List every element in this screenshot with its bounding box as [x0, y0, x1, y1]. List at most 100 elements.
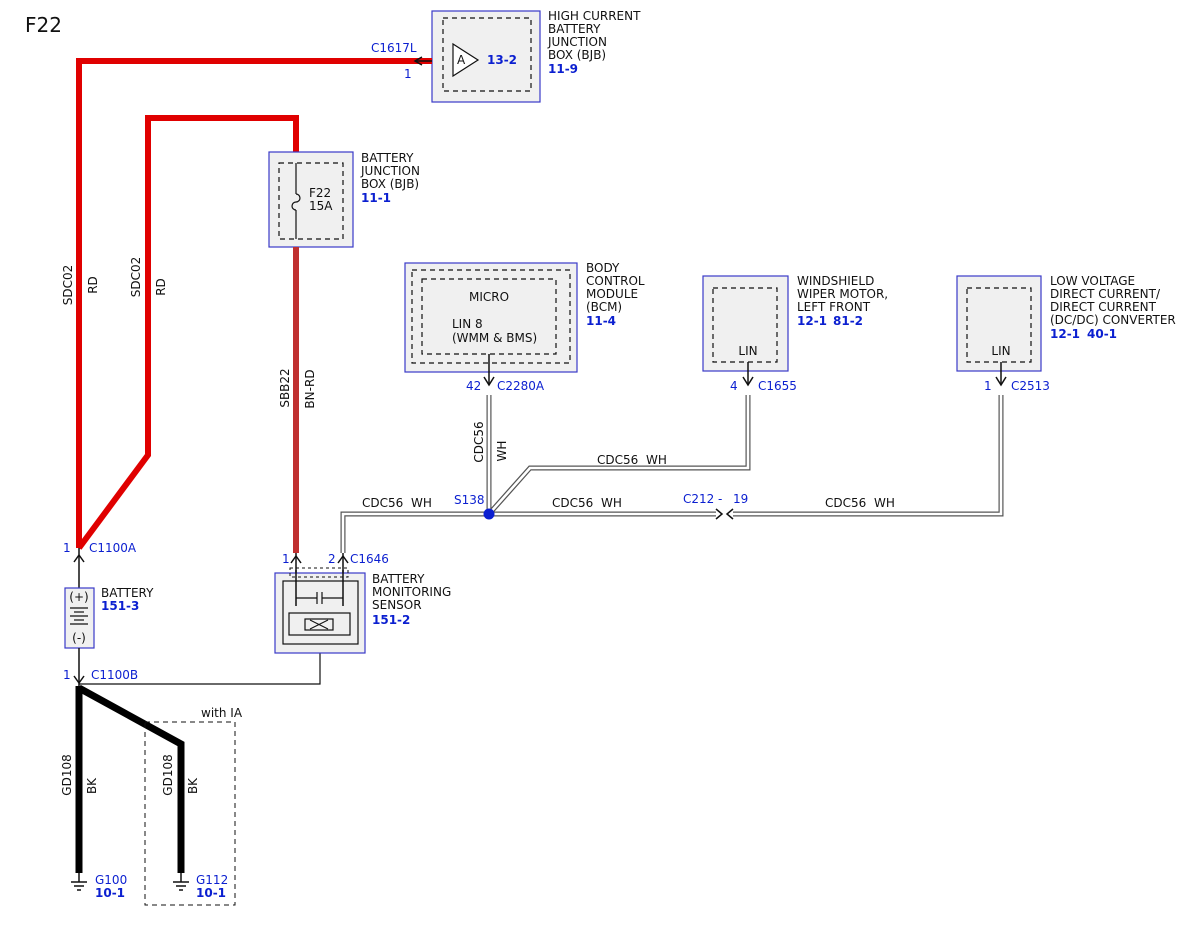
battery-plus: (+) [69, 590, 88, 604]
splice-name: S138 [454, 493, 485, 507]
bms-title-line: MONITORING [372, 585, 451, 599]
dcdc-lin-label: LIN [991, 344, 1010, 358]
bjb-ref[interactable]: 11-1 [361, 191, 391, 205]
fuse-name: F22 [309, 186, 331, 200]
bms-title-line: SENSOR [372, 598, 422, 612]
bms-title-line: BATTERY [372, 572, 425, 586]
wire-color-label: WH [411, 496, 432, 510]
wire-circuit-label: SBB22 [278, 368, 292, 407]
hcbjb-title-line: BOX (BJB) [548, 48, 606, 62]
wire-circuit-label: SDC02 [61, 265, 75, 306]
ground2-ref[interactable]: 10-1 [196, 886, 226, 900]
hcbjb-title: HIGH CURRENT BATTERY JUNCTION BOX (BJB) [547, 9, 641, 62]
wiper-title-line: LEFT FRONT [797, 300, 871, 314]
battery-title: BATTERY [101, 586, 154, 600]
hcbjb-ref2[interactable]: 11-9 [548, 62, 578, 76]
wire-color-label: WH [646, 453, 667, 467]
bcm-micro-label: MICRO [469, 290, 509, 304]
dcdc-converter-module[interactable]: LIN [956, 275, 1042, 372]
c1646-pin2-icon [337, 554, 349, 564]
wire-circuit-label: CDC56 [362, 496, 403, 510]
high-current-bjb[interactable]: A 13-2 [431, 10, 541, 103]
c1100b-pin-icon [73, 675, 85, 685]
ground2-option: with IA [201, 706, 243, 720]
bcm-lin-sub: (WMM & BMS) [452, 331, 537, 345]
wire-circuit-label: CDC56 [825, 496, 866, 510]
c1655-connector: C1655 [758, 379, 797, 393]
ground-g100-icon [71, 873, 87, 891]
bjb-title-line: JUNCTION [360, 164, 420, 178]
battery-ref[interactable]: 151-3 [101, 599, 139, 613]
wiper-title-line: WINDSHIELD [797, 274, 874, 288]
hcbjb-ref1[interactable]: 13-2 [487, 53, 517, 67]
c212-connector: C212 [683, 492, 714, 506]
hcbjb-title-line: BATTERY [548, 22, 601, 36]
ammeter-symbol-icon [452, 42, 480, 78]
splice-s138-dot[interactable] [483, 508, 495, 520]
dcdc-ref1[interactable]: 12-1 [1050, 327, 1080, 341]
fuse-rating: 15A [309, 199, 333, 213]
ground1-ref[interactable]: 10-1 [95, 886, 125, 900]
ground2-name: G112 [196, 873, 228, 887]
battery-minus: (-) [72, 631, 86, 645]
page-label: F22 [25, 13, 62, 37]
bcm-title-line: MODULE [586, 287, 638, 301]
sdc02-wire-1 [76, 58, 432, 548]
bcm-title-line: (BCM) [586, 300, 622, 314]
c212-male-pin-icon [715, 508, 724, 520]
fuse-icon [291, 193, 301, 211]
wire-circuit-label: CDC56 [552, 496, 593, 510]
ground1-name: G100 [95, 873, 127, 887]
c1100a-pin-icon [73, 553, 85, 563]
bms-ref[interactable]: 151-2 [372, 613, 410, 627]
c1646-pin1-icon [290, 554, 302, 564]
battery-junction-box[interactable]: F22 15A [268, 151, 354, 248]
wire-circuit-label: GD108 [60, 754, 74, 795]
c1655-pin-icon [742, 376, 754, 387]
dcdc-ref2[interactable]: 40-1 [1087, 327, 1117, 341]
dcdc-title-line: DIRECT CURRENT [1050, 300, 1157, 314]
c2513-pin-icon [995, 376, 1007, 387]
c1100b-pin: 1 [63, 668, 71, 682]
c212-pin: 19 [733, 492, 748, 506]
hcbjb-title-line: JUNCTION [547, 35, 607, 49]
sensor-element-icon [304, 618, 334, 631]
c212-dash: - [718, 492, 722, 506]
wiper-title-line: WIPER MOTOR, [797, 287, 888, 301]
wiper-ref2[interactable]: 81-2 [833, 314, 863, 328]
dcdc-pin: 1 [984, 379, 992, 393]
bcm-ref[interactable]: 11-4 [586, 314, 616, 328]
c212-female-pin-icon [725, 508, 734, 520]
bjb-title-line: BATTERY [361, 151, 414, 165]
c1617l-connector: C1617L [371, 41, 417, 55]
c1100b-connector: C1100B [91, 668, 138, 682]
bjb-title-line: BOX (BJB) [361, 177, 419, 191]
wiper-motor-module[interactable]: LIN [702, 275, 789, 372]
dcdc-title-line: (DC/DC) CONVERTER [1050, 313, 1176, 327]
wire-color-label: BK [186, 777, 200, 794]
wiper-ref1[interactable]: 12-1 [797, 314, 827, 328]
dcdc-title-line: LOW VOLTAGE [1050, 274, 1135, 288]
wire-color-label: RD [86, 276, 100, 294]
sdc02-wire-2 [76, 115, 299, 550]
wiper-lin-label: LIN [738, 344, 757, 358]
wire-color-label: WH [601, 496, 622, 510]
battery-monitoring-sensor[interactable] [274, 570, 366, 654]
with-ia-option-box [144, 721, 236, 906]
wire-color-label: BN-RD [303, 369, 317, 408]
c2280a-connector: C2280A [497, 379, 545, 393]
ground-g112-icon [173, 873, 189, 891]
c1646-connector: C1646 [350, 552, 389, 566]
wire-circuit-label: CDC56 [472, 421, 486, 462]
bcm-title-line: CONTROL [586, 274, 645, 288]
wire-circuit-label: CDC56 [597, 453, 638, 467]
battery-component[interactable]: (+) (-) [64, 587, 95, 649]
c2280a-pin-icon [483, 376, 495, 387]
body-control-module[interactable]: MICRO LIN 8 (WMM & BMS) [404, 262, 578, 373]
cdc56-wire-network [340, 395, 1004, 553]
c1617l-pin: 1 [404, 67, 412, 81]
wire-color-label: WH [495, 441, 509, 462]
wiper-pin: 4 [730, 379, 738, 393]
wire-color-label: RD [154, 278, 168, 296]
